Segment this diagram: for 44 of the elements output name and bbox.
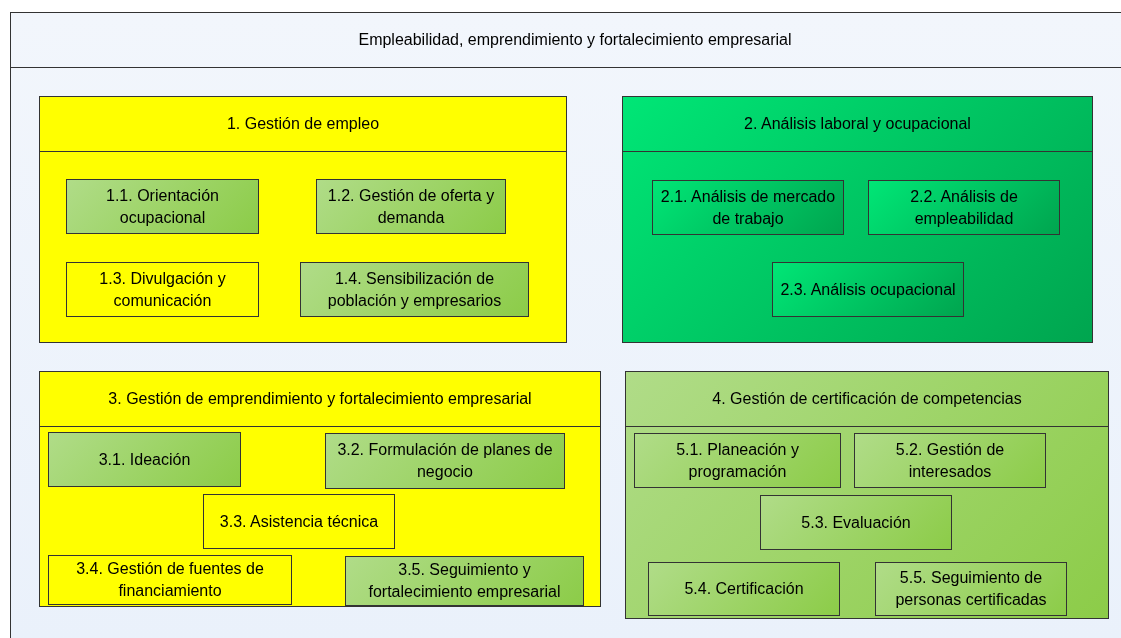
process-box bbox=[345, 556, 584, 606]
process-label: 3.2. Formulación de planes de negocio bbox=[336, 440, 554, 482]
group-panel bbox=[622, 96, 1093, 343]
process-label: 3.1. Ideación bbox=[98, 449, 191, 470]
process-box bbox=[66, 262, 259, 317]
process-label: 3.3. Asistencia técnica bbox=[219, 511, 379, 532]
process-label: 1.4. Sensibilización de población y empresarios bbox=[326, 268, 503, 311]
process-box bbox=[300, 262, 529, 317]
process-label: 3.5. Seguimiento y fortalecimiento empresarial bbox=[367, 560, 562, 602]
process-box bbox=[48, 555, 292, 605]
process-box bbox=[875, 562, 1067, 616]
group-heading: 1. Gestión de empleo bbox=[226, 114, 380, 134]
process-label: 2.3. Análisis ocupacional bbox=[780, 279, 956, 300]
group-panel bbox=[625, 371, 1109, 619]
process-box bbox=[652, 180, 844, 235]
process-box bbox=[48, 432, 241, 487]
group-heading: 2. Análisis laboral y ocupacional bbox=[744, 114, 971, 134]
group-panel bbox=[39, 96, 567, 343]
process-box bbox=[634, 433, 841, 488]
process-box bbox=[66, 179, 259, 234]
process-box bbox=[203, 494, 395, 549]
group-panel bbox=[10, 12, 1121, 638]
group-heading: Empleabilidad, emprendimiento y fortalecimiento empresarial bbox=[358, 30, 792, 50]
process-label: 5.1. Planeación y programación bbox=[675, 439, 800, 482]
group-panel bbox=[39, 371, 601, 607]
process-label: 1.3. Divulgación y comunicación bbox=[98, 268, 227, 311]
process-box bbox=[760, 495, 952, 550]
process-label: 2.2. Análisis de empleabilidad bbox=[909, 186, 1019, 229]
process-label: 5.4. Certificación bbox=[684, 579, 804, 599]
process-label: 1.2. Gestión de oferta y demanda bbox=[326, 185, 496, 228]
process-box bbox=[854, 433, 1046, 488]
group-heading: 4. Gestión de certificación de competencias bbox=[712, 389, 1022, 409]
process-label: 5.2. Gestión de interesados bbox=[894, 439, 1006, 482]
group-heading: 3. Gestión de emprendimiento y fortalecimiento empresarial bbox=[108, 389, 532, 409]
process-box bbox=[316, 179, 506, 234]
process-box bbox=[648, 562, 840, 616]
process-box bbox=[772, 262, 964, 317]
process-box bbox=[325, 433, 565, 489]
process-label: 5.3. Evaluación bbox=[801, 512, 911, 533]
process-label: 5.5. Seguimiento de personas certificadas bbox=[894, 568, 1048, 610]
process-label: 3.4. Gestión de fuentes de financiamiento bbox=[75, 559, 265, 601]
process-label: 1.1. Orientación ocupacional bbox=[105, 185, 220, 228]
process-box bbox=[868, 180, 1060, 235]
process-label: 2.1. Análisis de mercado de trabajo bbox=[659, 186, 837, 229]
